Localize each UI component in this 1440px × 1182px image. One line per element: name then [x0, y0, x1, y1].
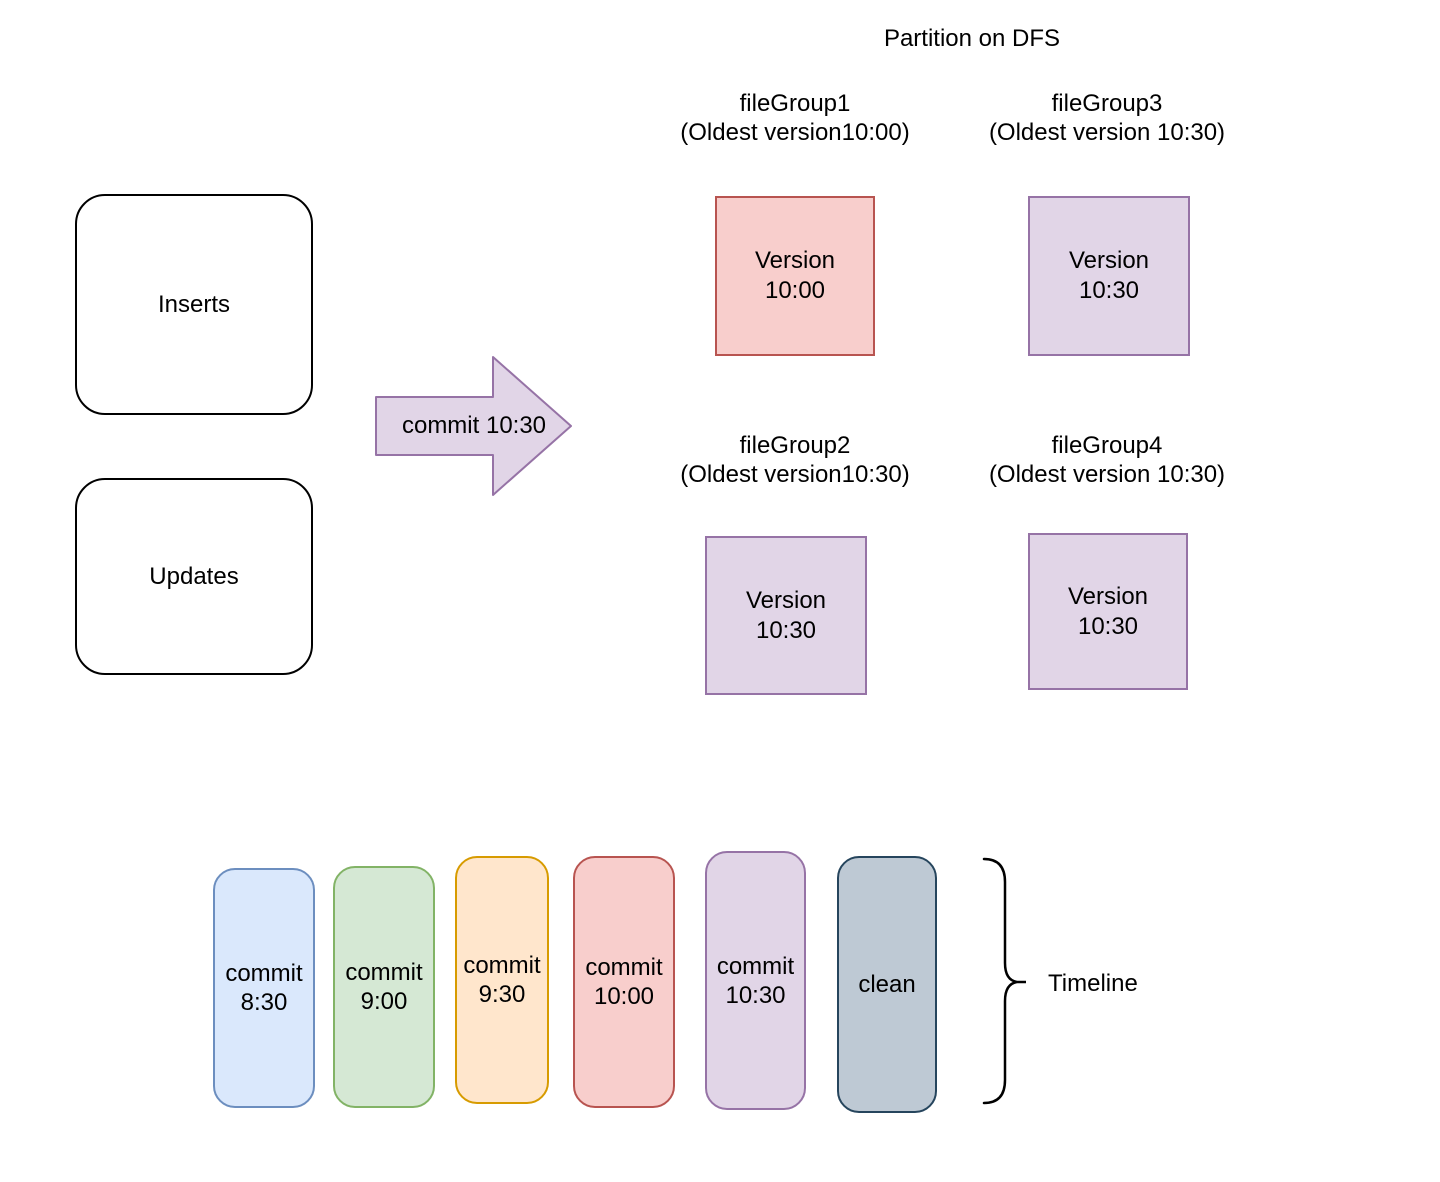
filegroup4-label: fileGroup4 (Oldest version 10:30): [937, 431, 1277, 489]
event-time: 8:30: [240, 989, 288, 1016]
timeline-event-commit-1030: commit 10:30: [705, 851, 806, 1110]
commit-arrow: commit 10:30: [375, 355, 573, 497]
version-text: Version: [1067, 582, 1149, 610]
event-time: 9:30: [478, 981, 526, 1008]
filegroup3-subtitle: (Oldest version 10:30): [988, 119, 1226, 146]
filegroup4-name: fileGroup4: [1051, 432, 1163, 459]
filegroup2-label: fileGroup2 (Oldest version10:30): [625, 431, 965, 489]
version-time: 10:30: [755, 616, 817, 644]
event-text: commit: [345, 959, 423, 986]
filegroup2-version-box: Version 10:30: [705, 536, 867, 695]
filegroup2-subtitle: (Oldest version10:30): [680, 461, 910, 488]
page-title: Partition on DFS: [883, 25, 1061, 52]
event-text: clean: [858, 971, 916, 998]
updates-box: Updates: [75, 478, 313, 675]
version-time: 10:00: [764, 277, 826, 304]
filegroup1-subtitle: (Oldest version10:00): [680, 119, 910, 146]
commit-arrow-label: commit 10:30: [401, 412, 547, 439]
event-text: commit: [225, 960, 303, 987]
event-text: commit: [585, 954, 663, 981]
event-time: 10:30: [725, 981, 786, 1009]
event-text: commit: [716, 952, 795, 980]
timeline-event-commit-830: commit 8:30: [213, 868, 315, 1108]
filegroup1-label: fileGroup1 (Oldest version10:00): [625, 89, 965, 147]
filegroup4-version-box: Version 10:30: [1028, 533, 1188, 690]
event-text: commit: [463, 952, 541, 979]
timeline-event-commit-900: commit 9:00: [333, 866, 435, 1108]
filegroup3-version-box: Version 10:30: [1028, 196, 1190, 356]
event-time: 10:00: [593, 983, 655, 1010]
inserts-label: Inserts: [157, 290, 231, 318]
filegroup1-name: fileGroup1: [739, 90, 851, 117]
filegroup3-name: fileGroup3: [1051, 90, 1163, 117]
timeline-label: Timeline: [1048, 970, 1138, 997]
updates-label: Updates: [149, 562, 239, 590]
timeline-event-commit-1000: commit 10:00: [573, 856, 675, 1108]
timeline-event-commit-930: commit 9:30: [455, 856, 549, 1104]
filegroup2-name: fileGroup2: [739, 432, 851, 459]
filegroup4-subtitle: (Oldest version 10:30): [988, 461, 1226, 488]
filegroup1-version-box: Version 10:00: [715, 196, 875, 356]
version-text: Version: [745, 586, 827, 614]
right-arrow-icon: [375, 356, 572, 496]
version-text: Version: [1068, 247, 1150, 274]
version-time: 10:30: [1078, 277, 1140, 304]
timeline-brace-icon: [980, 856, 1026, 1106]
timeline-event-clean: clean: [837, 856, 937, 1113]
version-text: Version: [754, 247, 836, 274]
inserts-box: Inserts: [75, 194, 313, 415]
version-time: 10:30: [1077, 612, 1139, 640]
filegroup3-label: fileGroup3 (Oldest version 10:30): [937, 89, 1277, 147]
event-time: 9:00: [360, 988, 408, 1015]
